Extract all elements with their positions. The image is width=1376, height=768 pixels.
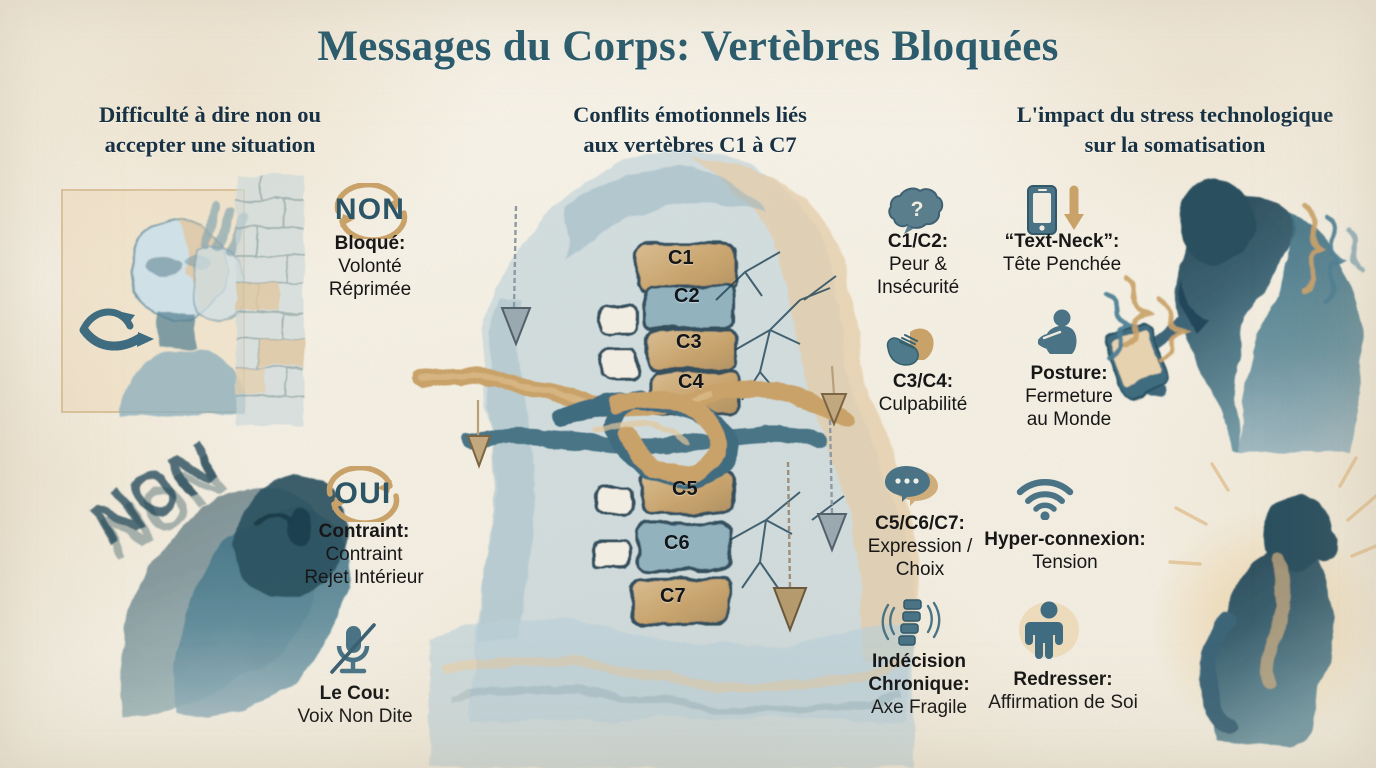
standing-person-icon <box>1019 601 1079 659</box>
caption-c5-c6-c7-title: C5/C6/C7: <box>875 513 965 534</box>
caption-indecision-title-line1: Indécision <box>872 651 966 672</box>
caption-c1-c2-line2: Insécurité <box>876 277 960 299</box>
wordmark-non: NON <box>334 193 406 226</box>
caption-bloque: Bloqué: Volonté Réprimée <box>300 232 440 302</box>
person-hunched-over-phone <box>1103 178 1367 452</box>
column-heading-right: L'impact du stress technologique sur la … <box>982 100 1368 160</box>
caption-posture-line2: au Monde <box>1026 409 1112 431</box>
column-heading-right-line2: sur la somatisation <box>1084 131 1266 157</box>
vertebra-label-c7: C7 <box>660 585 686 607</box>
caption-c1-c2: C1/C2: Peur & Insécurité <box>848 230 988 300</box>
column-heading-middle-line2: aux vertèbres C1 à C7 <box>583 131 797 157</box>
nerve-branches <box>715 251 845 589</box>
figure-pushing-wall <box>61 176 304 426</box>
caption-bloque-line1: Volonté <box>338 256 402 278</box>
hanging-weight-tan <box>466 365 848 469</box>
hanging-pendulum-center <box>772 461 808 633</box>
caption-indecision-line1: Axe Fragile <box>870 697 968 719</box>
hanging-weight-right <box>816 419 848 553</box>
caption-text-neck-title: “Text-Neck”: <box>1004 231 1120 252</box>
knotted-rope-around-neck <box>411 367 854 488</box>
brain-question-icon: ? <box>888 187 944 234</box>
column-heading-middle-line1: Conflits émotionnels liés <box>573 102 807 127</box>
wordmark-oui: OUI <box>334 477 392 510</box>
person-upright-radiating <box>1150 456 1376 748</box>
page-title: Messages du Corps: Vertèbres Bloquées <box>317 23 1059 70</box>
speech-bubbles-icon <box>885 466 938 506</box>
caption-hyper-connexion-title: Hyper-connexion: <box>984 529 1146 550</box>
hanging-pendulum-left <box>500 205 532 347</box>
vertebra-label-c2: C2 <box>674 285 700 307</box>
column-heading-left: Difficulté à dire non ou accepter une si… <box>28 100 392 160</box>
caption-text-neck: “Text-Neck”: Tête Penchée <box>986 230 1138 276</box>
caption-c3-c4: C3/C4: Culpabilité <box>848 370 998 416</box>
vertebra-label-c6: C6 <box>664 532 690 554</box>
caption-c5-c6-c7: C5/C6/C7: Expression / Choix <box>840 512 1000 582</box>
vertebra-label-c4: C4 <box>678 371 704 393</box>
caption-c1-c2-line1: Peur & <box>888 254 948 276</box>
wifi-icon <box>1016 479 1074 520</box>
caption-contraint-line1: Contraint <box>325 544 403 566</box>
caption-c5-c6-c7-line2: Choix <box>895 559 945 581</box>
microphone-muted-icon <box>330 623 376 674</box>
caption-redresser: Redresser: Affirmation de Soi <box>968 668 1158 714</box>
vibrating-spine-icon <box>881 599 941 646</box>
caption-redresser-title: Redresser: <box>1013 669 1113 690</box>
curled-person-icon <box>1038 309 1077 354</box>
vertebra-label-c3: C3 <box>676 331 702 353</box>
shoulder-wash <box>428 618 914 768</box>
smartphone-down-arrow-icon <box>1027 185 1084 235</box>
caption-text-neck-line1: Tête Penchée <box>1002 254 1122 276</box>
hands-guilt-icon <box>886 328 934 366</box>
caption-posture-title: Posture: <box>1030 363 1108 384</box>
svg-text:?: ? <box>911 198 924 221</box>
caption-le-cou-line1: Voix Non Dite <box>297 706 413 728</box>
caption-le-cou: Le Cou: Voix Non Dite <box>288 682 422 728</box>
caption-contraint-title: Contraint: <box>318 521 410 542</box>
caption-c3-c4-title: C3/C4: <box>892 371 954 392</box>
caption-bloque-line2: Réprimée <box>328 279 412 301</box>
caption-c5-c6-c7-line1: Expression / <box>867 536 973 558</box>
circular-arrows-icon-oui <box>326 466 400 522</box>
column-heading-left-line2: accepter une situation <box>104 131 316 157</box>
caption-indecision: Indécision Chronique: Axe Fragile <box>838 650 1000 720</box>
vertebra-label-c5: C5 <box>672 478 698 500</box>
column-heading-left-line1: Difficulté à dire non ou <box>98 102 322 127</box>
caption-c1-c2-title: C1/C2: <box>887 231 949 252</box>
caption-hyper-connexion: Hyper-connexion: Tension <box>976 528 1154 574</box>
vertebra-label-c1: C1 <box>668 247 694 269</box>
caption-posture-line1: Fermeture <box>1025 386 1113 408</box>
caption-bloque-title: Bloqué: <box>334 233 406 254</box>
column-heading-right-line1: L'impact du stress technologique <box>1016 102 1334 127</box>
caption-c3-c4-line1: Culpabilité <box>878 394 968 416</box>
caption-hyper-connexion-line1: Tension <box>1032 552 1098 574</box>
circular-arrows-icon-non <box>334 183 408 239</box>
caption-le-cou-title: Le Cou: <box>319 683 391 704</box>
column-heading-middle: Conflits émotionnels liés aux vertèbres … <box>470 100 910 160</box>
bowed-figure-with-non-burden: NON NON <box>78 427 350 720</box>
caption-contraint: Contraint: Contraint Rejet Intérieur <box>280 520 448 590</box>
caption-redresser-line1: Affirmation de Soi <box>988 692 1138 714</box>
caption-indecision-title-line2: Chronique: <box>868 674 970 696</box>
caption-posture: Posture: Fermeture au Monde <box>1000 362 1138 432</box>
caption-contraint-line2: Rejet Intérieur <box>304 567 424 589</box>
